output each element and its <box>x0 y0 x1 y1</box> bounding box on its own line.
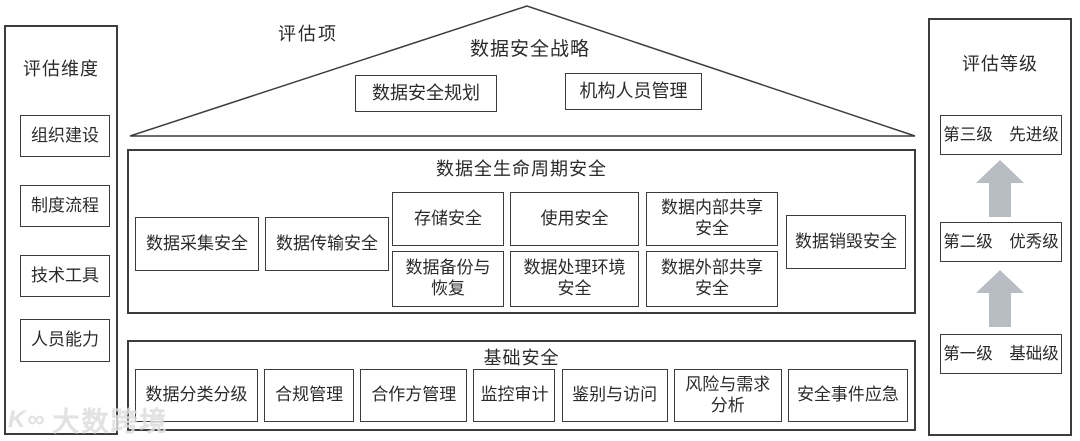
dimension-item-tech-tools: 技术工具 <box>20 255 110 297</box>
lifecycle-section-title: 数据全生命周期安全 <box>436 159 607 179</box>
lifecycle-item-transmission: 数据传输安全 <box>265 217 389 271</box>
grade-level-1-basic: 第一级 基础级 <box>940 334 1062 374</box>
lifecycle-item-usage: 使用安全 <box>510 192 639 246</box>
dimension-item-system-process: 制度流程 <box>20 185 110 227</box>
grade-panel: 评估等级 第三级 先进级 第二级 优秀级 第一级 基础级 <box>928 18 1072 436</box>
basic-security-row: 数据分类分级 合规管理 合作方管理 监控审计 鉴别与访问 风险与需求 分析 安全… <box>135 369 908 422</box>
basic-item-risk-demand-analysis: 风险与需求 分析 <box>673 369 782 422</box>
grade-level-2-excellent: 第二级 优秀级 <box>940 222 1062 262</box>
assessment-items-label: 评估项 <box>278 24 338 44</box>
roof-item-org-personnel-mgmt: 机构人员管理 <box>565 73 702 110</box>
dimension-panel: 评估维度 组织建设 制度流程 技术工具 人员能力 <box>4 25 118 435</box>
roof-title: 数据安全战略 <box>469 39 590 60</box>
lifecycle-item-internal-sharing: 数据内部共享 安全 <box>646 192 778 246</box>
lifecycle-item-storage: 存储安全 <box>392 192 504 246</box>
basic-security-section: 基础安全 数据分类分级 合规管理 合作方管理 监控审计 鉴别与访问 风险与需求 … <box>127 340 916 431</box>
up-arrow-icon <box>976 270 1024 327</box>
basic-item-incident-response: 安全事件应急 <box>787 369 908 422</box>
basic-item-classification: 数据分类分级 <box>135 369 258 422</box>
grade-level-3-advanced: 第三级 先进级 <box>940 115 1062 155</box>
dimension-item-personnel-capability: 人员能力 <box>20 319 110 362</box>
up-arrow-icon <box>976 160 1024 217</box>
lifecycle-item-backup-recovery: 数据备份与 恢复 <box>392 251 504 307</box>
dimension-item-org-building: 组织建设 <box>20 115 110 157</box>
lifecycle-item-collection: 数据采集安全 <box>135 217 259 271</box>
lifecycle-item-processing-env: 数据处理环境 安全 <box>510 251 639 307</box>
grade-panel-title: 评估等级 <box>962 54 1038 74</box>
basic-item-identification-access: 鉴别与访问 <box>561 369 668 422</box>
roof-item-data-security-planning: 数据安全规划 <box>355 75 497 112</box>
basic-item-monitoring-audit: 监控审计 <box>473 369 556 422</box>
basic-security-title: 基础安全 <box>483 348 560 368</box>
lifecycle-section: 数据全生命周期安全 数据采集安全 数据传输安全 存储安全 数据备份与 恢复 使用… <box>127 149 916 314</box>
basic-item-compliance: 合规管理 <box>264 369 355 422</box>
dimension-panel-title: 评估维度 <box>23 59 99 79</box>
lifecycle-item-external-sharing: 数据外部共享 安全 <box>646 251 778 307</box>
lifecycle-item-destruction: 数据销毁安全 <box>786 215 906 269</box>
basic-item-partner-mgmt: 合作方管理 <box>360 369 468 422</box>
